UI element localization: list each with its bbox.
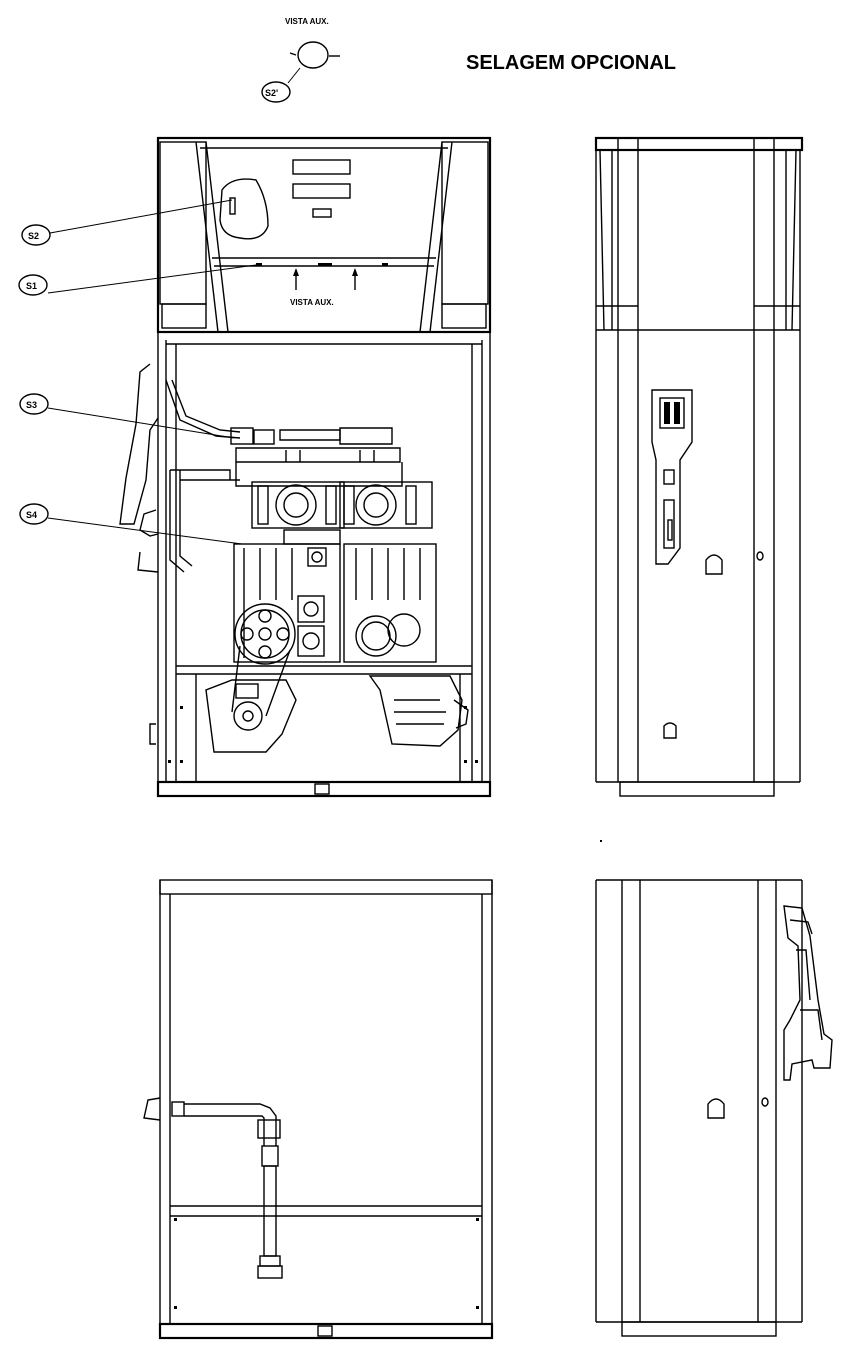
aux-view-top: VISTA AUX. S2' — [261, 17, 340, 103]
fuel-dispenser-front-view: VISTA AUX. — [119, 136, 492, 798]
seal-callout-s3: S3 — [19, 393, 235, 439]
fuel-dispenser-rear-view — [143, 879, 494, 1340]
motor-right — [368, 675, 469, 747]
page-title: SELAGEM OPCIONAL — [466, 52, 677, 74]
seal-label-s4: S4 — [26, 510, 37, 520]
pump-block-left — [251, 481, 345, 529]
seal-callout-s4: S4 — [19, 503, 243, 545]
fuel-dispenser-side-view-2 — [595, 879, 833, 1337]
seal-callout-s1: S1 — [18, 264, 257, 296]
seal-callout-s2prime: S2' — [261, 81, 291, 103]
nozzle-side-2 — [783, 905, 833, 1081]
seal-callout-s2: S2 — [21, 199, 233, 246]
fuel-dispenser-side-view — [594, 136, 804, 797]
nozzle-side — [651, 389, 693, 565]
seal-label-s1: S1 — [26, 281, 37, 291]
pump-block-right — [339, 481, 433, 529]
motor-left — [205, 679, 297, 753]
seal-label-s3: S3 — [26, 400, 37, 410]
seal-label-s2prime: S2' — [265, 88, 278, 98]
aux-view-label-front: VISTA AUX. — [290, 298, 334, 307]
seal-label-s2: S2 — [28, 231, 39, 241]
aux-view-label-top: VISTA AUX. — [285, 17, 329, 26]
